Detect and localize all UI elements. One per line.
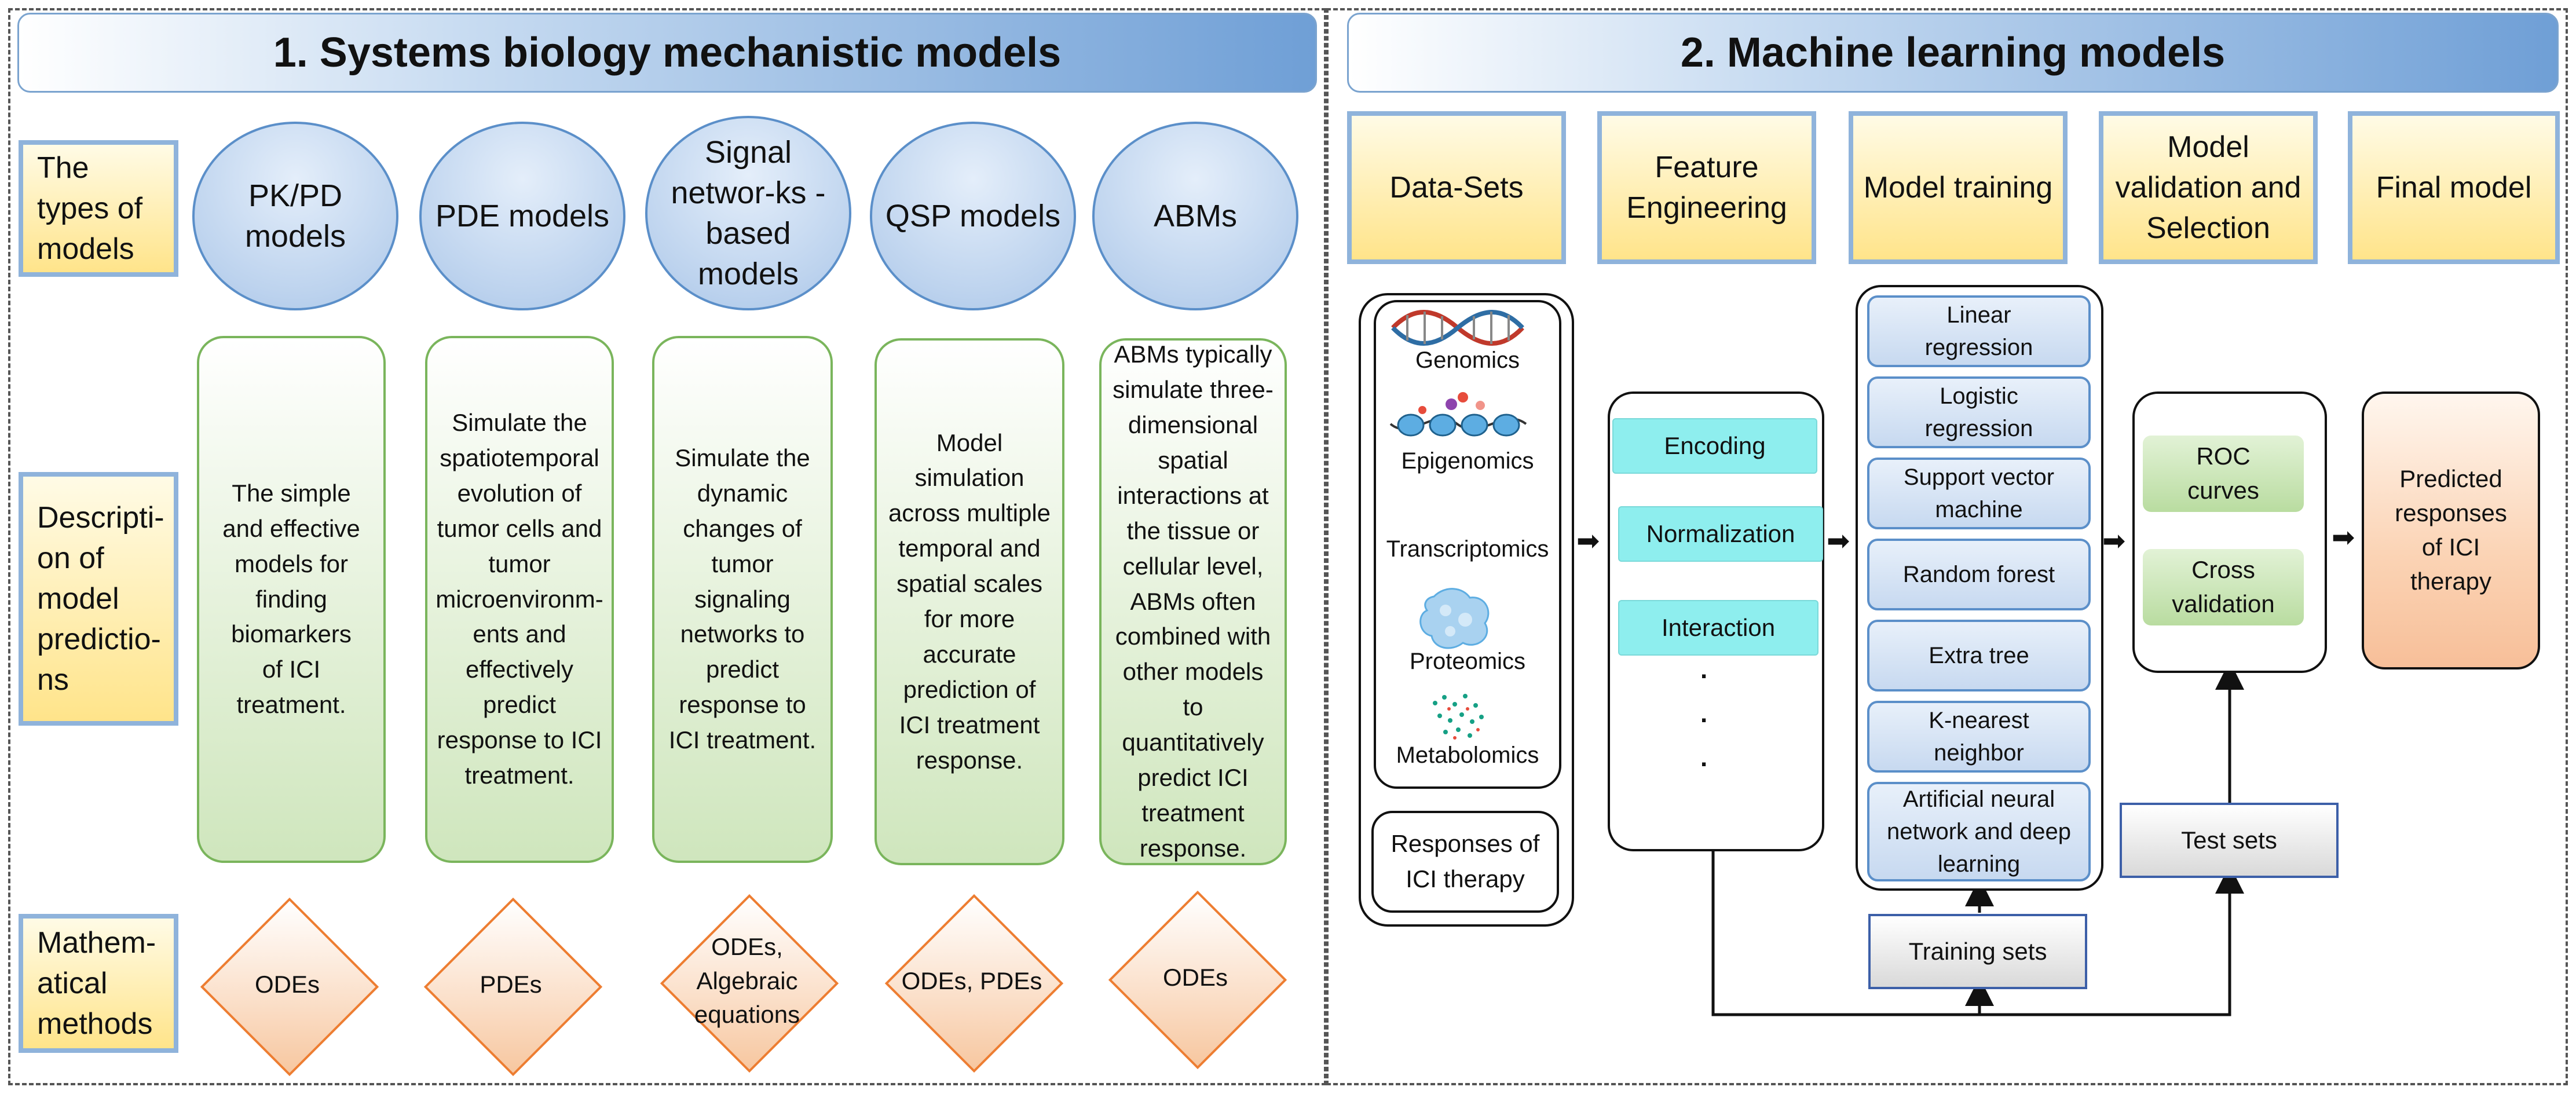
algorithm-linear-regression: Linear regression	[1867, 295, 2091, 367]
arrow-right-icon: ➡	[2332, 522, 2355, 553]
model-circle-signal-networks: Signal networ-ks - based models	[645, 116, 851, 310]
description-box-signal-networks: Simulate the dynamic changes of tumor si…	[652, 336, 833, 863]
method-diamond-abms: ODEs	[1105, 890, 1287, 1070]
method-label-pde: PDEs	[480, 970, 542, 998]
algorithm-svm: Support vector machine	[1867, 458, 2091, 529]
omics-proteomics-label: Proteomics	[1409, 649, 1526, 674]
row-label-description: Descripti-on of model predictio-ns	[19, 472, 178, 726]
omics-epigenomics-label: Epigenomics	[1401, 448, 1534, 474]
validation-box	[2132, 392, 2327, 673]
model-circle-pde: PDE models	[419, 122, 625, 310]
test-sets-box: Test sets	[2120, 803, 2339, 878]
method-diamond-pde: PDEs	[420, 897, 603, 1077]
ellipsis-dot: .	[1700, 656, 1708, 684]
responses-box: Responses of ICI therapy	[1371, 811, 1559, 913]
arrow-right-icon: ➡	[2102, 526, 2126, 557]
method-diamond-pkpd: ODEs	[197, 897, 379, 1077]
step-model-validation: Model validation and Selection	[2099, 111, 2318, 264]
row-label-methods: Mathem-atical methods	[19, 914, 178, 1053]
ellipsis-dot: .	[1700, 744, 1708, 772]
feature-item-interaction: Interaction	[1618, 600, 1818, 656]
algorithm-knn: K-nearest neighbor	[1867, 701, 2091, 773]
feature-item-encoding: Encoding	[1612, 418, 1817, 474]
method-diamond-signal-networks: ODEs, Algebraic equations	[657, 894, 839, 1073]
row-label-types: The types of models	[19, 140, 178, 277]
algorithm-random-forest: Random forest	[1867, 539, 2091, 610]
step-final-model: Final model	[2348, 111, 2560, 264]
step-feature-engineering: Feature Engineering	[1597, 111, 1816, 264]
method-label-qsp: ODEs, PDEs	[901, 967, 1042, 994]
right-panel	[1326, 8, 2568, 1085]
algorithm-extra-tree: Extra tree	[1867, 620, 2091, 691]
training-sets-box: Training sets	[1868, 914, 2087, 989]
omics-metabolomics-label: Metabolomics	[1396, 742, 1539, 768]
step-data-sets: Data-Sets	[1347, 111, 1566, 264]
description-box-pkpd: The simple and effective models for find…	[197, 336, 386, 863]
algorithm-neural-network: Artificial neural network and deep learn…	[1867, 782, 2091, 881]
dna-helix-icon	[1391, 310, 1524, 346]
final-output-box: Predicted responses of ICI therapy	[2362, 392, 2540, 669]
omics-transcriptomics-label: Transcriptomics	[1386, 536, 1549, 562]
step-model-training: Model training	[1849, 111, 2068, 264]
nucleosome-icon	[1389, 392, 1527, 437]
left-panel-title: 1. Systems biology mechanistic models	[17, 13, 1317, 93]
validation-cross-validation: Cross validation	[2143, 549, 2304, 625]
model-circle-qsp: QSP models	[870, 122, 1076, 310]
ellipsis-dot: .	[1700, 700, 1708, 728]
feature-to-training-line	[1711, 851, 2244, 1016]
method-diamond-qsp: ODEs, PDEs	[881, 894, 1064, 1073]
arrow-right-icon: ➡	[1576, 526, 1600, 557]
model-circle-abms: ABMs	[1092, 122, 1298, 310]
description-box-pde: Simulate the spatiotemporal evolution of…	[425, 336, 614, 863]
validation-roc-curves: ROC curves	[2143, 436, 2304, 512]
method-label-pkpd: ODEs	[254, 970, 320, 998]
protein-blob-icon	[1419, 588, 1490, 649]
model-circle-pkpd: PK/PD models	[192, 122, 398, 310]
metabolite-dots-icon	[1433, 694, 1484, 740]
description-box-abms: ABMs typically simulate three-dimensiona…	[1099, 338, 1287, 865]
description-box-qsp: Model simulation across multiple tempora…	[874, 338, 1064, 865]
method-label-signal-networks: ODEs, Algebraic equations	[694, 932, 800, 1029]
left-panel	[8, 8, 1326, 1085]
responses-label: Responses of ICI therapy	[1391, 830, 1540, 892]
arrow-right-icon: ➡	[1827, 526, 1850, 557]
feature-item-normalization: Normalization	[1618, 506, 1823, 562]
algorithm-logistic-regression: Logistic regression	[1867, 376, 2091, 448]
method-label-abms: ODEs	[1162, 963, 1228, 991]
right-panel-title: 2. Machine learning models	[1347, 13, 2559, 93]
omics-genomics-label: Genomics	[1415, 347, 1520, 373]
